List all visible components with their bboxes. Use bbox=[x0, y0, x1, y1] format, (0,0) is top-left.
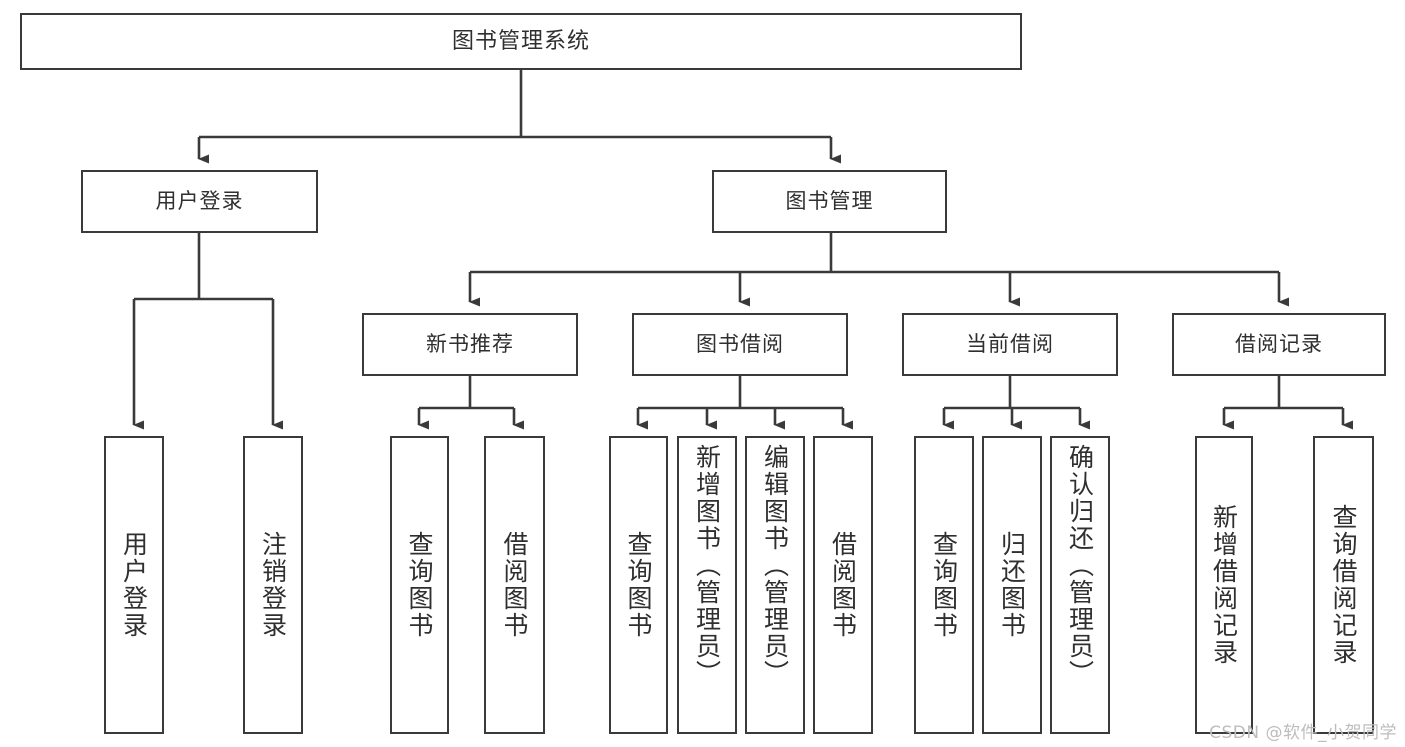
node-label: 新增图书（管理员） bbox=[692, 444, 722, 687]
node-label: 注销登录 bbox=[258, 531, 288, 639]
node-label: 新增借阅记录 bbox=[1209, 504, 1239, 666]
node-label: 借阅图书 bbox=[828, 531, 858, 639]
leaf-confirm-return-admin[interactable]: 确认归还（管理员） bbox=[1050, 436, 1110, 734]
leaf-query-borrow-record[interactable]: 查询借阅记录 bbox=[1313, 436, 1374, 734]
leaf-query-book-borrow[interactable]: 查询图书 bbox=[609, 436, 668, 734]
node-label: 新书推荐 bbox=[426, 332, 514, 357]
node-label: 查询借阅记录 bbox=[1329, 504, 1358, 666]
node-borrow-record[interactable]: 借阅记录 bbox=[1172, 313, 1386, 376]
leaf-borrow-book-borrow[interactable]: 借阅图书 bbox=[813, 436, 873, 734]
leaf-return-book[interactable]: 归还图书 bbox=[982, 436, 1042, 734]
node-label: 归还图书 bbox=[997, 531, 1027, 639]
node-current-borrow[interactable]: 当前借阅 bbox=[902, 313, 1118, 376]
leaf-edit-book-admin[interactable]: 编辑图书（管理员） bbox=[745, 436, 805, 734]
leaf-logout-login[interactable]: 注销登录 bbox=[243, 436, 303, 734]
leaf-add-book-admin[interactable]: 新增图书（管理员） bbox=[677, 436, 737, 734]
csdn-watermark: CSDN @软件_小贺同学 bbox=[1209, 723, 1397, 743]
leaf-user-login[interactable]: 用户登录 bbox=[104, 436, 164, 734]
leaf-query-book-recommend[interactable]: 查询图书 bbox=[390, 436, 449, 734]
node-user-login[interactable]: 用户登录 bbox=[81, 170, 318, 233]
node-label: 查询图书 bbox=[624, 531, 653, 639]
leaf-query-book-current[interactable]: 查询图书 bbox=[914, 436, 974, 734]
node-label: 借阅图书 bbox=[500, 531, 529, 639]
node-label: 查询图书 bbox=[929, 531, 959, 639]
leaf-add-borrow-record[interactable]: 新增借阅记录 bbox=[1195, 436, 1253, 734]
node-new-book-recommend[interactable]: 新书推荐 bbox=[362, 313, 578, 376]
leaf-borrow-book-recommend[interactable]: 借阅图书 bbox=[484, 436, 545, 734]
node-label: 用户登录 bbox=[155, 189, 244, 214]
node-root-book-management-system[interactable]: 图书管理系统 bbox=[20, 13, 1022, 70]
node-book-management[interactable]: 图书管理 bbox=[712, 170, 947, 233]
node-label: 用户登录 bbox=[119, 531, 149, 639]
node-label: 确认归还（管理员） bbox=[1065, 444, 1095, 687]
node-label: 借阅记录 bbox=[1235, 332, 1323, 357]
node-label: 编辑图书（管理员） bbox=[760, 444, 790, 687]
node-book-borrow[interactable]: 图书借阅 bbox=[632, 313, 848, 376]
node-label: 图书管理系统 bbox=[451, 28, 590, 54]
node-label: 查询图书 bbox=[405, 531, 434, 639]
node-label: 图书借阅 bbox=[696, 332, 784, 357]
node-label: 当前借阅 bbox=[966, 332, 1054, 357]
node-label: 图书管理 bbox=[785, 189, 874, 214]
